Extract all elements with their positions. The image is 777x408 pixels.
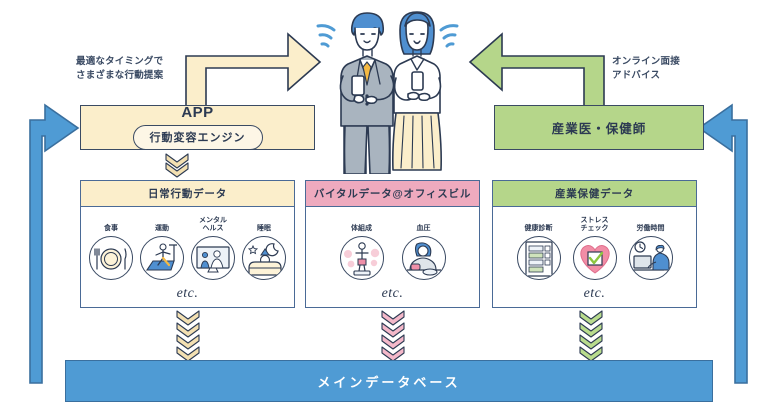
- icon-cell-blood-pressure[interactable]: 血圧: [400, 215, 448, 280]
- meal-icon: [89, 236, 133, 280]
- panel-title-vital-data: バイタルデータ@オフィスビル: [306, 181, 479, 207]
- icon-cell-health-checkup[interactable]: 健康診断: [515, 215, 563, 280]
- working-hours-icon: [628, 236, 673, 280]
- icon-cell-stress-check[interactable]: ストレス チェック: [571, 215, 619, 280]
- panel-title-daily-behavior: 日常行動データ: [81, 181, 294, 207]
- etc-label-occupational-health: etc.: [583, 286, 606, 301]
- icon-label-meal: 食事: [104, 225, 118, 233]
- icon-cell-working-hours[interactable]: 労働時間: [627, 215, 675, 280]
- occupational-panel-to-db-chevrons: [579, 310, 603, 362]
- icon-cell-meal[interactable]: 食事: [87, 215, 135, 280]
- sleep-icon: [242, 236, 286, 280]
- annotation-right: オンライン面接 アドバイス: [612, 55, 680, 84]
- main-database-bar[interactable]: メインデータベース: [65, 360, 713, 402]
- main-database-label: メインデータベース: [317, 374, 461, 390]
- occupational-physician-label: 産業医・保健師: [551, 122, 647, 136]
- icon-cell-exercise[interactable]: 運動: [138, 215, 186, 280]
- icon-label-working-hours: 労働時間: [636, 225, 665, 233]
- icon-label-sleep: 睡眠: [257, 225, 271, 233]
- two-people-with-smartphones-illustration: [316, 11, 459, 174]
- icon-label-exercise: 運動: [155, 225, 169, 233]
- vital-panel-to-db-chevrons: [381, 310, 405, 362]
- app-box[interactable]: APP 行動変容エンジン: [80, 105, 315, 150]
- app-title: APP: [181, 104, 214, 121]
- mental-health-icon: [191, 236, 235, 280]
- etc-label-vital-data: etc.: [381, 286, 404, 301]
- panel-daily-behavior-data[interactable]: 日常行動データ 食事 運動: [80, 180, 295, 308]
- panel-body-daily-behavior: 食事 運動: [81, 207, 294, 307]
- occupational-physician-box[interactable]: 産業医・保健師: [494, 105, 704, 150]
- icon-label-health-checkup: 健康診断: [524, 225, 553, 233]
- behavior-change-engine-pill[interactable]: 行動変容エンジン: [132, 125, 263, 150]
- panel-vital-data[interactable]: バイタルデータ@オフィスビル 体組成: [305, 180, 480, 308]
- icon-label-stress-check: ストレス チェック: [580, 216, 609, 233]
- stress-check-icon: [572, 236, 617, 280]
- icon-label-mental-health: メンタル ヘルス: [199, 216, 227, 233]
- icon-row-occupational-health: 健康診断: [493, 215, 696, 280]
- blood-pressure-icon: [401, 236, 446, 280]
- annotation-left-line1: 最適なタイミングで: [76, 56, 164, 67]
- panel-title-occupational-health: 産業保健データ: [493, 181, 696, 207]
- icon-label-blood-pressure: 血圧: [416, 225, 431, 233]
- icon-label-body-composition: 体組成: [351, 225, 372, 233]
- annotation-left: 最適なタイミングで さまざまな行動提案: [76, 55, 163, 84]
- body-composition-icon: [339, 236, 384, 280]
- panel-occupational-health-data[interactable]: 産業保健データ 健康診断: [492, 180, 697, 308]
- app-to-panel-chevrons: [165, 153, 189, 178]
- icon-row-vital-data: 体組成: [306, 215, 479, 280]
- health-checkup-icon: [516, 236, 561, 280]
- annotation-left-line2: さまざまな行動提案: [76, 70, 164, 82]
- exercise-icon: [140, 236, 184, 280]
- daily-panel-to-db-chevrons: [176, 310, 200, 362]
- panel-body-occupational-health: 健康診断: [493, 207, 696, 307]
- icon-cell-mental-health[interactable]: メンタル ヘルス: [189, 215, 237, 280]
- icon-row-daily-behavior: 食事 運動: [81, 215, 294, 280]
- icon-cell-sleep[interactable]: 睡眠: [240, 215, 288, 280]
- annotation-right-line2: アドバイス: [612, 70, 661, 82]
- etc-label-daily-behavior: etc.: [176, 286, 199, 301]
- annotation-right-line1: オンライン面接: [612, 56, 680, 67]
- icon-cell-body-composition[interactable]: 体組成: [338, 215, 386, 280]
- panel-body-vital-data: 体組成: [306, 207, 479, 307]
